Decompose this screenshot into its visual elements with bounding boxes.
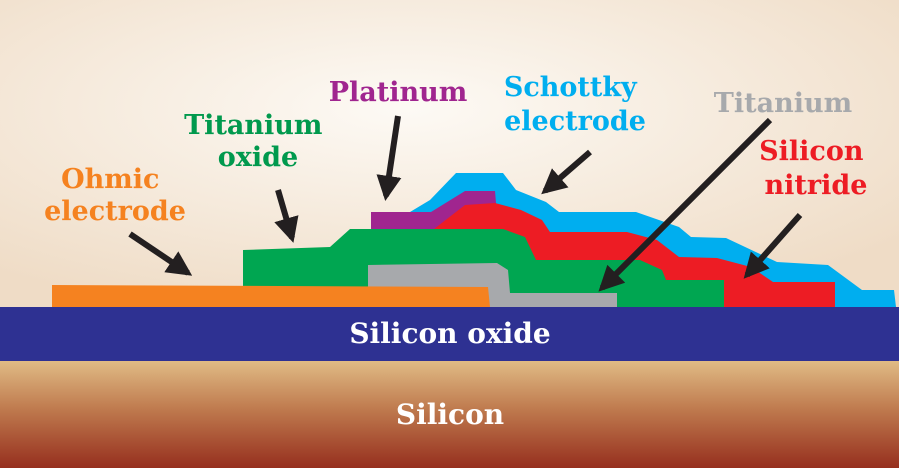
titanium-oxide-label: Titanium oxide <box>184 110 332 173</box>
schottky-arrow <box>541 149 592 195</box>
silicon-nitride-label: Silicon nitride <box>759 136 873 201</box>
ohmic-electrode-label: Ohmic electrode <box>44 164 186 227</box>
schottky-electrode-label: Schottky electrode <box>504 72 646 137</box>
titanium-oxide-arrow <box>274 189 299 243</box>
silicon-oxide-layer <box>0 307 899 361</box>
ohmic-electrode-layer <box>52 285 490 307</box>
silicon-nitride-arrow <box>743 213 803 279</box>
platinum-arrow <box>376 115 402 201</box>
platinum-label: Platinum <box>329 77 468 108</box>
silicon-substrate <box>0 361 899 468</box>
titanium-label: Titanium <box>714 88 852 119</box>
ohmic-arrow <box>128 231 193 276</box>
silicon-oxide-label: Silicon oxide <box>349 317 550 350</box>
silicon-label: Silicon <box>396 398 504 431</box>
titanium-arrow <box>598 117 773 292</box>
